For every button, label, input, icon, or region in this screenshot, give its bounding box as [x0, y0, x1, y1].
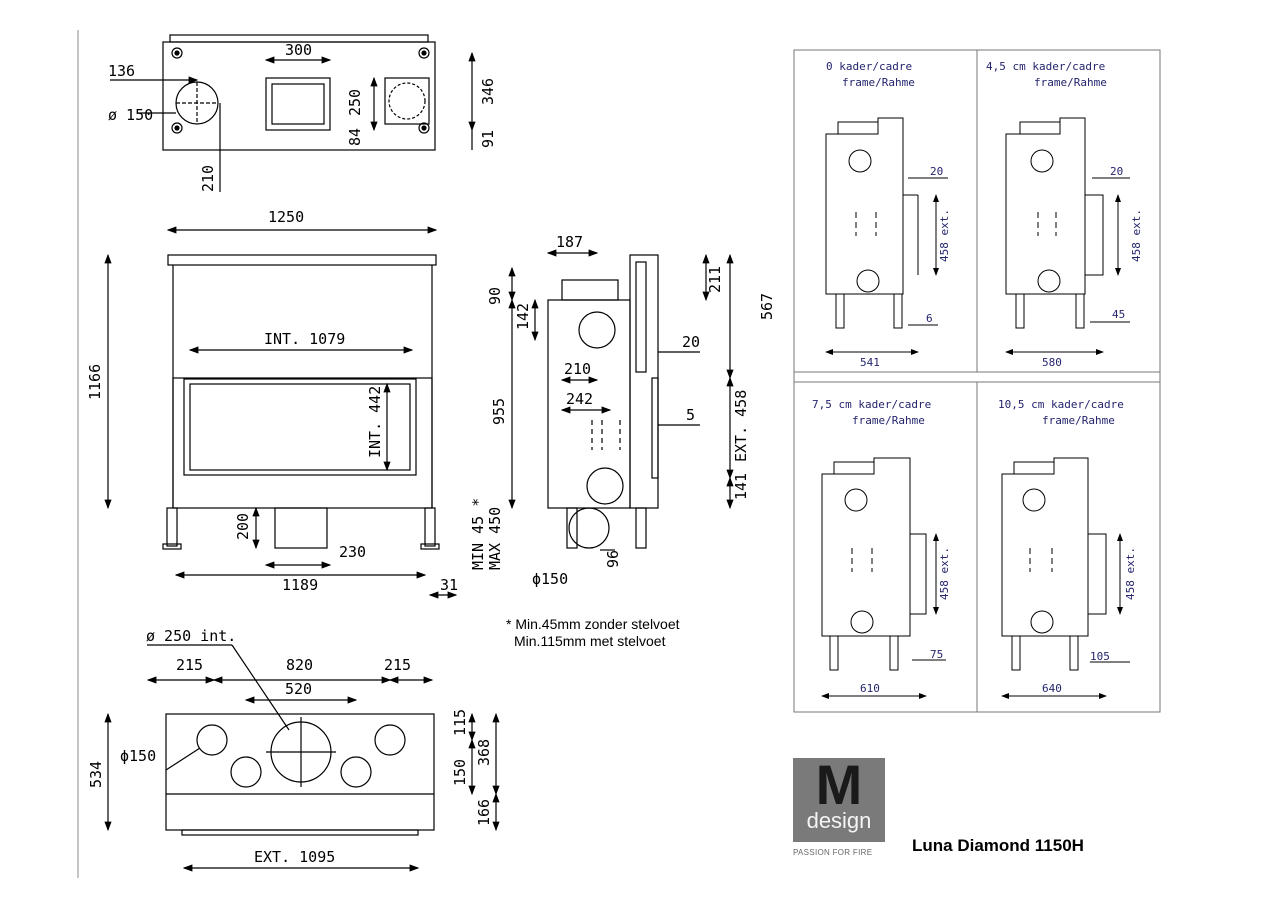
- svg-text:frame/Rahme: frame/Rahme: [1034, 76, 1107, 89]
- svg-text:EXT. 1095: EXT. 1095: [254, 848, 335, 866]
- svg-text:580: 580: [1042, 356, 1062, 369]
- svg-text:136: 136: [108, 62, 135, 80]
- logo-letter: M: [815, 753, 863, 816]
- svg-text:1166: 1166: [86, 364, 104, 400]
- front-view-dims: 1250 1166 INT. 1079 INT. 442 200 230 118…: [86, 208, 458, 594]
- svg-text:frame/Rahme: frame/Rahme: [842, 76, 915, 89]
- svg-text:187: 187: [556, 233, 583, 251]
- svg-text:7,5 cm kader/cadre: 7,5 cm kader/cadre: [812, 398, 931, 411]
- svg-text:INT. 442: INT. 442: [366, 386, 384, 458]
- svg-text:230: 230: [339, 543, 366, 561]
- svg-text:MAX 450: MAX 450: [486, 507, 504, 570]
- svg-text:458 ext.: 458 ext.: [1130, 209, 1143, 262]
- svg-text:458 ext.: 458 ext.: [938, 209, 951, 262]
- svg-text:541: 541: [860, 356, 880, 369]
- frame-panel-1: 4,5 cm kader/cadre frame/Rahme 20 458 ex…: [986, 60, 1143, 369]
- plan-view-dims: ø 250 int. 215 820 215 520 ϕ150 534 115 …: [87, 627, 493, 866]
- svg-text:20: 20: [930, 165, 943, 178]
- svg-text:215: 215: [384, 656, 411, 674]
- svg-text:ϕ150: ϕ150: [532, 570, 568, 588]
- svg-text:142: 142: [514, 303, 532, 330]
- svg-text:105: 105: [1090, 650, 1110, 663]
- svg-text:250: 250: [346, 89, 364, 116]
- firebox-glass: [183, 378, 417, 476]
- front-view: [104, 226, 458, 599]
- svg-text:458 ext.: 458 ext.: [1124, 547, 1137, 600]
- top-view-dims: 136 300 ø 150 346 250 84 91 210: [108, 41, 497, 192]
- frame-panel-2: 7,5 cm kader/cadre frame/Rahme 458 ext. …: [812, 398, 951, 699]
- svg-text:INT. 1079: INT. 1079: [264, 330, 345, 348]
- svg-text:ø 150: ø 150: [108, 106, 153, 124]
- svg-text:610: 610: [860, 682, 880, 695]
- svg-text:96: 96: [604, 550, 622, 568]
- note-min-height: * Min.45mm zonder stelvoet Min.115mm met…: [506, 616, 680, 650]
- svg-text:210: 210: [199, 165, 217, 192]
- svg-text:10,5 cm kader/cadre: 10,5 cm kader/cadre: [998, 398, 1124, 411]
- svg-text:0 kader/cadre: 0 kader/cadre: [826, 60, 912, 73]
- svg-text:458 ext.: 458 ext.: [938, 547, 951, 600]
- svg-text:45: 45: [1112, 308, 1125, 321]
- svg-text:frame/Rahme: frame/Rahme: [1042, 414, 1115, 427]
- mdesign-logo: M design: [793, 753, 885, 842]
- svg-text:166: 166: [475, 799, 493, 826]
- air-outlet-square: [265, 77, 331, 131]
- svg-text:ϕ150: ϕ150: [120, 747, 156, 765]
- svg-text:200: 200: [234, 513, 252, 540]
- svg-text:346: 346: [479, 78, 497, 105]
- svg-text:1250: 1250: [268, 208, 304, 226]
- svg-text:567: 567: [758, 293, 776, 320]
- svg-text:150: 150: [451, 759, 469, 786]
- side-view-dims: 187 90 142 211 567 20 210 955 242 5 EXT.…: [469, 233, 776, 588]
- svg-text:6: 6: [926, 312, 933, 325]
- svg-text:frame/Rahme: frame/Rahme: [852, 414, 925, 427]
- svg-text:141: 141: [732, 473, 750, 500]
- svg-text:31: 31: [440, 576, 458, 594]
- svg-text:4,5 cm kader/cadre: 4,5 cm kader/cadre: [986, 60, 1105, 73]
- svg-text:520: 520: [285, 680, 312, 698]
- side-view: [508, 249, 734, 551]
- svg-text:20: 20: [1110, 165, 1123, 178]
- note-line-1: * Min.45mm zonder stelvoet: [506, 616, 680, 632]
- svg-text:115: 115: [451, 709, 469, 736]
- svg-text:955: 955: [490, 398, 508, 425]
- svg-text:91: 91: [479, 130, 497, 148]
- svg-text:640: 640: [1042, 682, 1062, 695]
- svg-text:75: 75: [930, 648, 943, 661]
- product-name: Luna Diamond 1150H: [912, 836, 1084, 855]
- svg-text:242: 242: [566, 390, 593, 408]
- svg-text:EXT. 458: EXT. 458: [732, 390, 750, 462]
- svg-text:ø 250 int.: ø 250 int.: [146, 627, 236, 645]
- frame-panel-0: 0 kader/cadre frame/Rahme 20 458 ext. 6 …: [825, 60, 951, 369]
- frame-panels: [793, 49, 1161, 713]
- svg-text:MIN 45 *: MIN 45 *: [469, 498, 487, 570]
- svg-text:368: 368: [475, 739, 493, 766]
- svg-text:5: 5: [686, 406, 695, 424]
- frame-panel-3: 10,5 cm kader/cadre frame/Rahme 458 ext.…: [998, 398, 1137, 699]
- svg-text:20: 20: [682, 333, 700, 351]
- svg-text:820: 820: [286, 656, 313, 674]
- svg-text:210: 210: [564, 360, 591, 378]
- svg-text:534: 534: [87, 761, 105, 788]
- svg-text:90: 90: [486, 287, 504, 305]
- logo-word: design: [806, 808, 872, 833]
- note-line-2: Min.115mm met stelvoet: [514, 633, 666, 649]
- top-view: [110, 34, 476, 192]
- bottom-air-inlet: [274, 507, 328, 549]
- svg-text:1189: 1189: [282, 576, 318, 594]
- plan-view: [104, 644, 500, 872]
- svg-text:215: 215: [176, 656, 203, 674]
- svg-text:300: 300: [285, 41, 312, 59]
- svg-text:84: 84: [346, 128, 364, 146]
- brand-tagline: PASSION FOR FIRE: [793, 848, 873, 857]
- svg-text:211: 211: [706, 266, 724, 293]
